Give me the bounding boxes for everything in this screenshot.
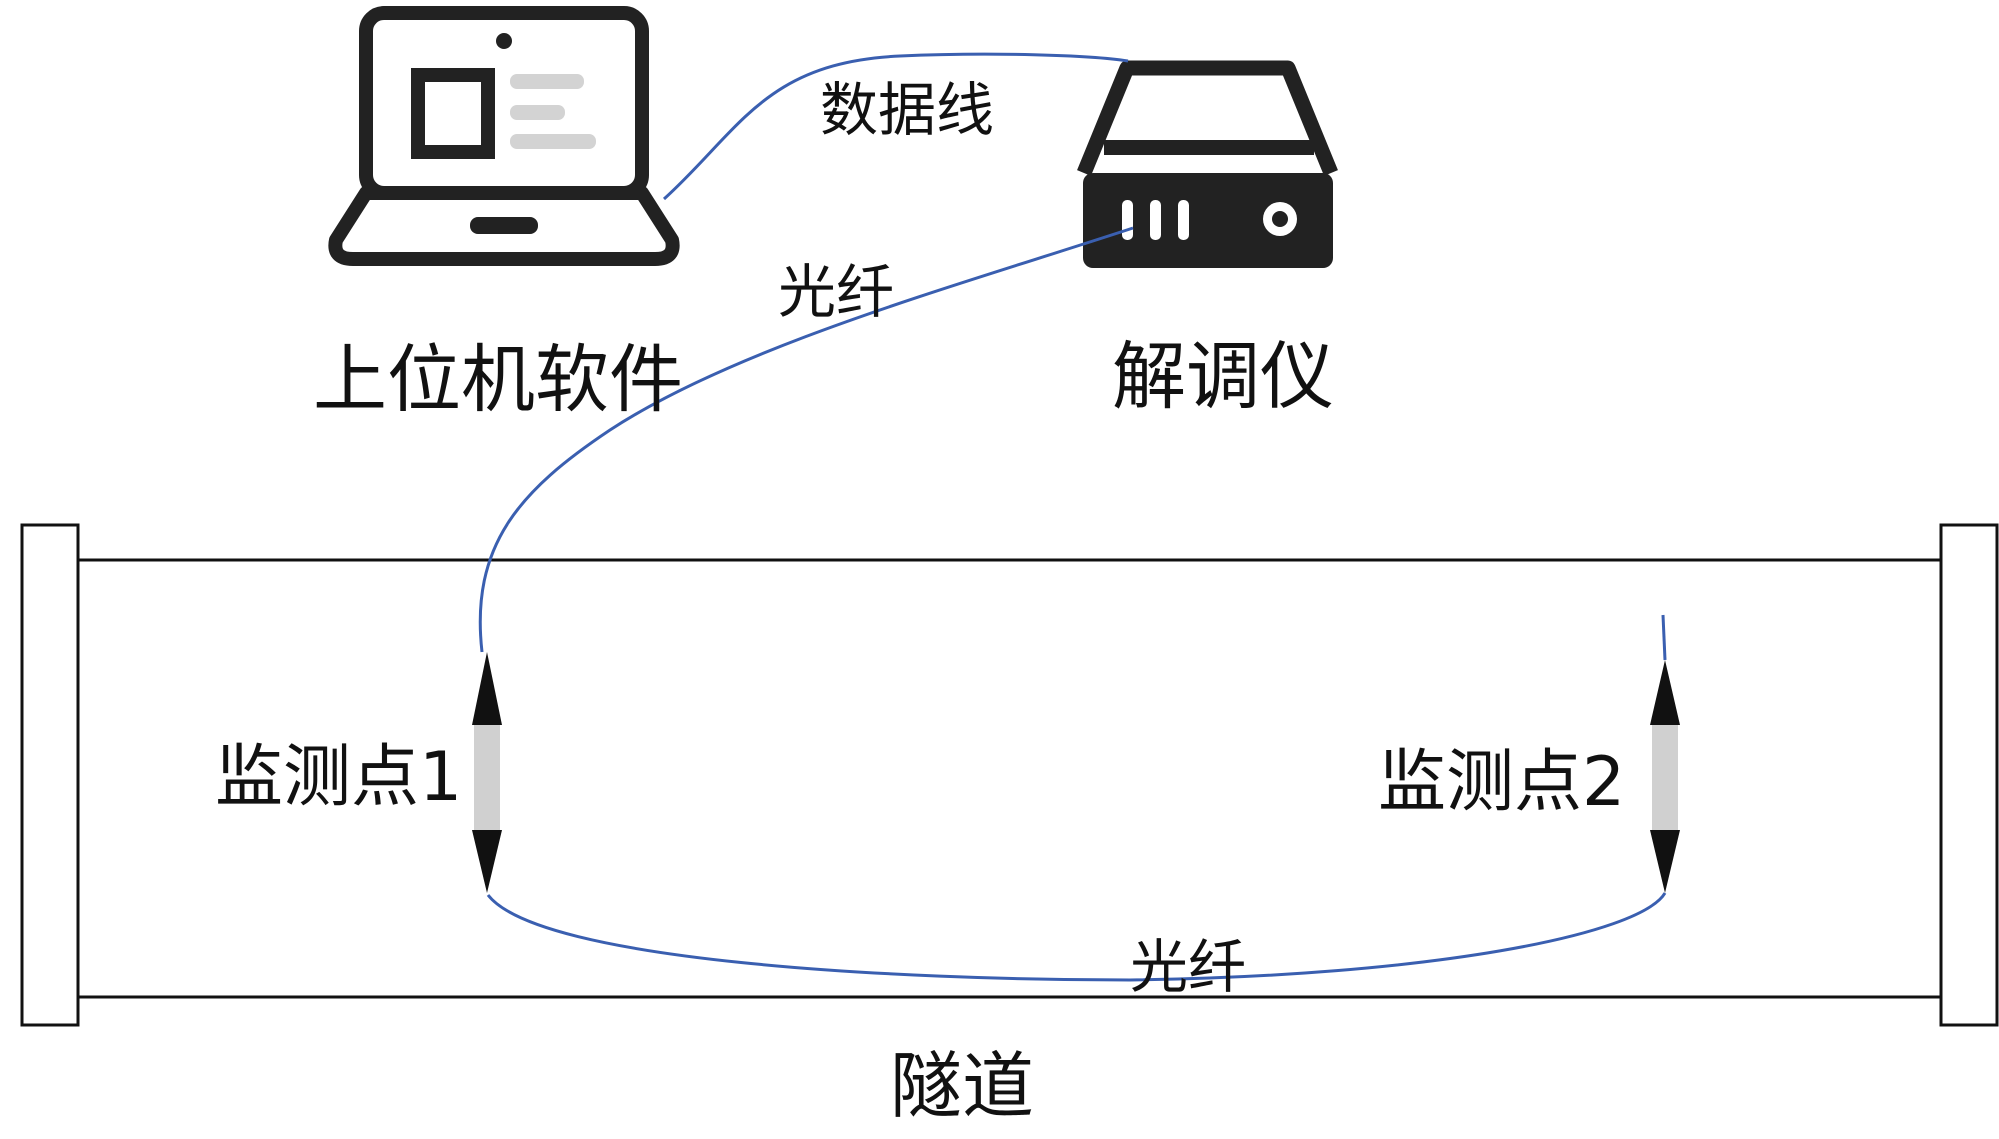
tunnel-left-end-cap	[20, 523, 80, 1027]
laptop-icon	[328, 6, 680, 266]
data-cable-line	[662, 52, 1129, 201]
fiber-line-lower	[486, 892, 1667, 982]
server-device-icon	[1077, 60, 1338, 268]
fiber-label-lower: 光纤	[1130, 933, 1246, 1001]
tunnel-right-end-cap	[1939, 523, 1999, 1027]
fiber-label-upper: 光纤	[778, 258, 894, 326]
host-software-label: 上位机软件	[313, 337, 683, 423]
fiber-tail-point-2	[1661, 614, 1667, 661]
monitor-point-2-label: 监测点2	[1378, 743, 1625, 822]
sensor-arrow-icon	[472, 652, 502, 893]
tunnel	[20, 523, 1999, 1027]
tunnel-label: 隧道	[890, 1044, 1034, 1128]
monitor-point-1-label: 监测点1	[215, 738, 462, 817]
sensor-arrow-icon	[1650, 660, 1680, 893]
demodulator-label: 解调仪	[1112, 334, 1334, 420]
fiber-line-upper	[478, 226, 1134, 653]
data-cable-label: 数据线	[820, 76, 994, 144]
